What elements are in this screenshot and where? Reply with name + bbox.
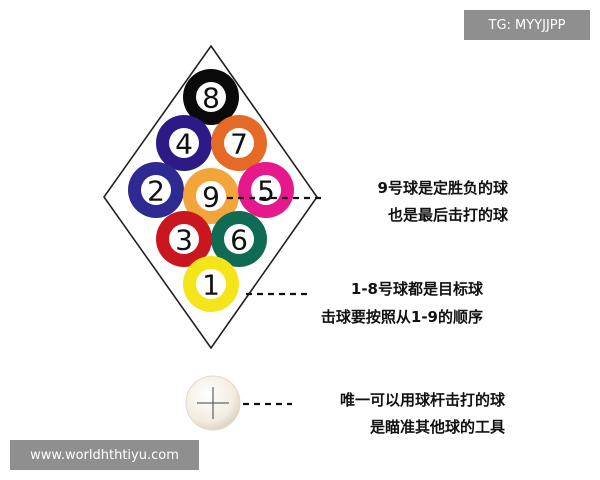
annotation-line: 击球要按照从1-9的顺序 <box>321 308 483 326</box>
ball-number: 8 <box>202 82 220 115</box>
watermark-url: www.worldhthtiyu.com <box>10 440 199 470</box>
ball-number: 3 <box>175 224 193 257</box>
annotation-line: 9号球是定胜负的球 <box>378 179 509 197</box>
annotation-line: 也是最后击打的球 <box>388 206 509 224</box>
ball-8: 8 <box>183 69 239 125</box>
ball-number-disc <box>224 128 254 158</box>
ball-number-disc <box>196 82 226 112</box>
ball-number: 1 <box>202 269 220 302</box>
ball-2: 2 <box>128 162 184 218</box>
ball-number: 6 <box>230 224 248 257</box>
ball-number: 4 <box>175 128 193 161</box>
ball-number: 9 <box>202 181 220 214</box>
annotation-line: 1-8号球都是目标球 <box>351 280 484 298</box>
annotation-line: 是瞄准其他球的工具 <box>369 418 505 436</box>
ball-number-disc <box>141 175 171 205</box>
cue-ball <box>185 375 241 431</box>
rack-diamond <box>103 44 318 350</box>
ball-number: 5 <box>257 175 275 208</box>
ball-number-disc <box>196 269 226 299</box>
ball-number-disc <box>196 181 226 211</box>
ball-number-disc <box>224 224 254 254</box>
ball-number-disc <box>169 128 199 158</box>
ball-number: 2 <box>147 175 165 208</box>
watermark-tg: TG: MYYJJPP <box>464 10 590 40</box>
ball-7: 7 <box>211 115 267 171</box>
balls-layer: 84 7 2 9 5 3 61 <box>128 69 294 312</box>
ball-9: 9 <box>183 168 239 224</box>
ball-number-disc <box>169 224 199 254</box>
ball-3: 3 <box>156 211 212 267</box>
ball-4: 4 <box>156 115 212 171</box>
ball-5: 5 <box>238 162 294 218</box>
ball-6: 6 <box>211 211 267 267</box>
annotation-line: 唯一可以用球杆击打的球 <box>340 391 506 409</box>
ball-1: 1 <box>183 256 239 312</box>
ball-number: 7 <box>230 128 248 161</box>
